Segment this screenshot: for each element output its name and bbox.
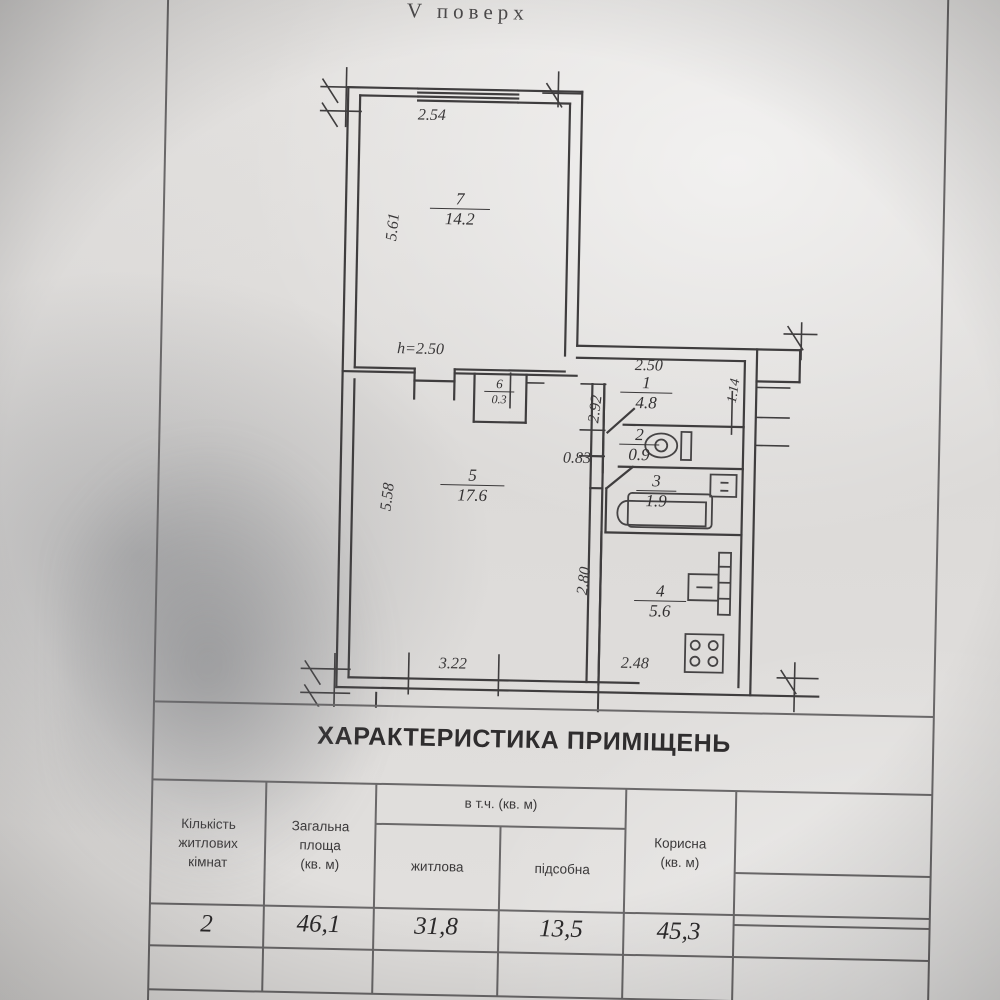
table-header-usable-area: Корисна (кв. м) <box>625 833 736 873</box>
value-utility-area: 13,5 <box>538 915 584 944</box>
header-living-label: житлова <box>410 858 464 875</box>
value-total-area: 46,1 <box>296 910 341 939</box>
header-total-line1: Загальна <box>291 818 350 835</box>
header-rooms-line1: Кількість <box>181 815 237 833</box>
header-rooms-line2: житлових <box>178 834 239 852</box>
header-usable-line2: (кв. м) <box>660 854 700 871</box>
header-total-line3: (кв. м) <box>300 856 340 873</box>
value-usable-area: 45,3 <box>656 917 701 946</box>
header-total-line2: площа <box>299 837 342 854</box>
table-header-rooms-count: Кількість житлових кімнат <box>151 813 266 872</box>
value-rooms-count: 2 <box>200 910 214 938</box>
group-header-label: в т.ч. (кв. м) <box>464 795 538 813</box>
table-header-total-area: Загальна площа (кв. м) <box>265 816 376 875</box>
header-utility-label: підсобна <box>534 861 590 878</box>
header-usable-line1: Корисна <box>654 835 707 852</box>
header-rooms-line3: кімнат <box>188 854 228 870</box>
table-header-utility-area: підсобна <box>500 858 625 880</box>
value-living-area: 31,8 <box>413 912 459 941</box>
table-header-living-area: житлова <box>375 856 500 878</box>
